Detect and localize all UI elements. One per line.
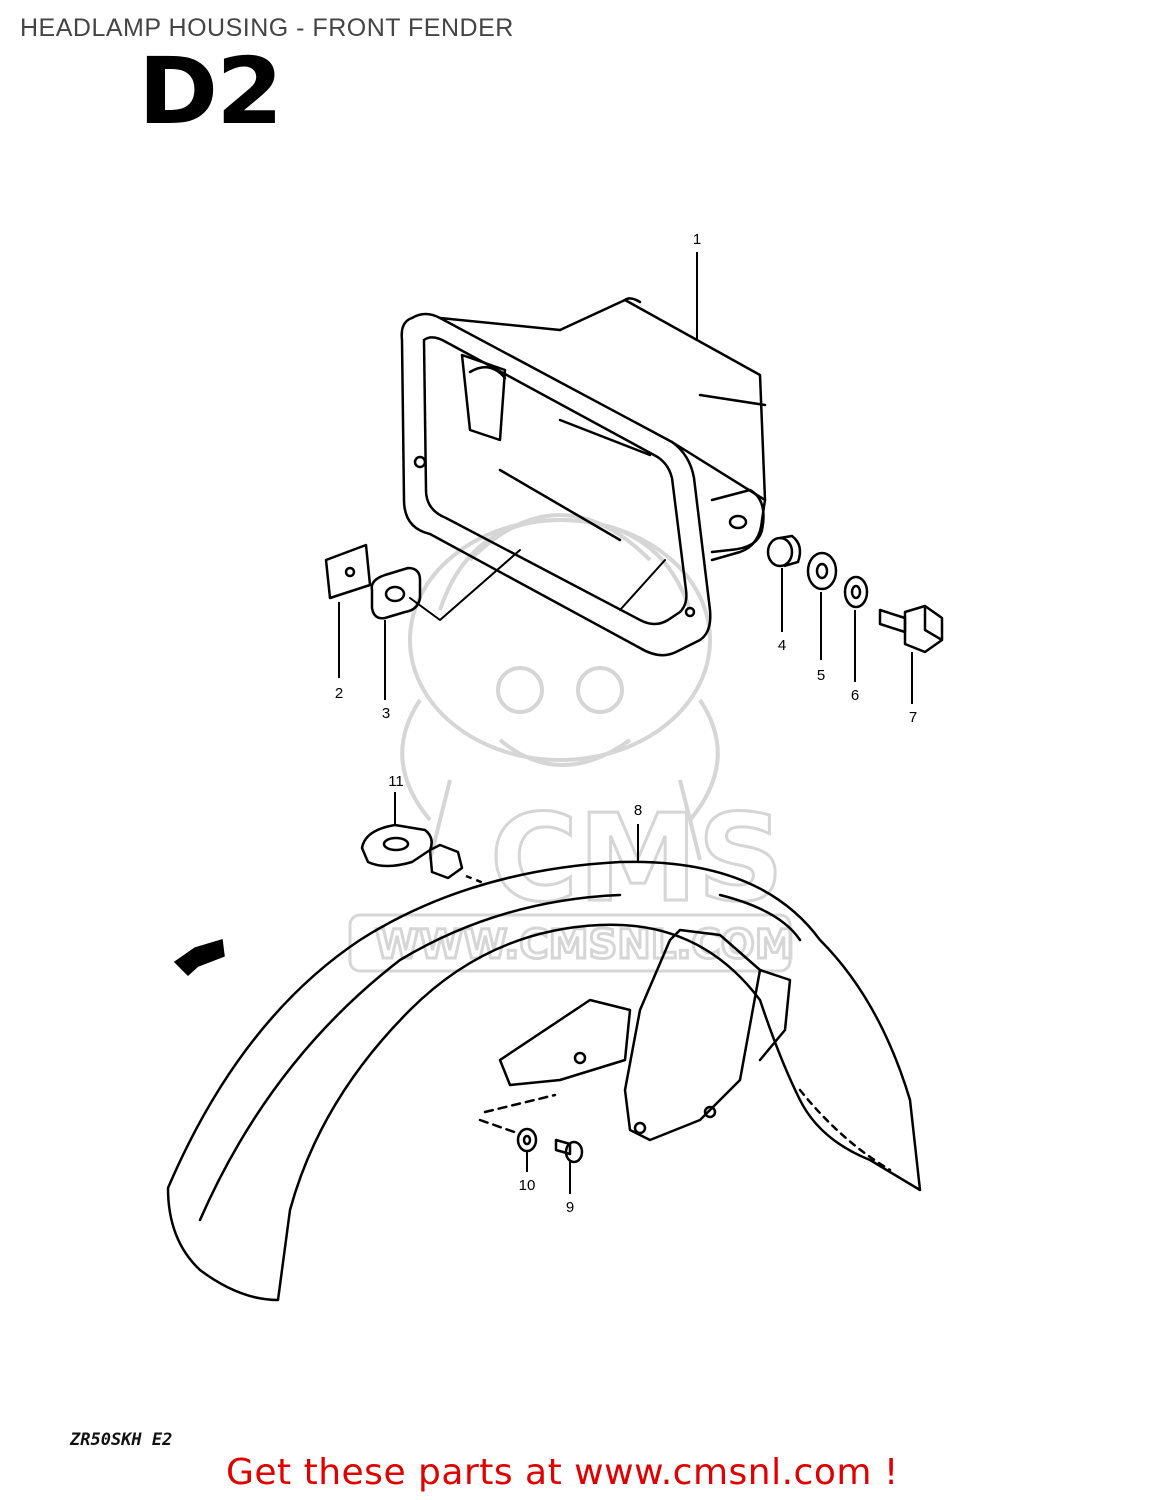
headlamp-housing-drawing — [400, 297, 767, 657]
part-4-collar — [766, 534, 802, 568]
callout-10: 10 — [519, 1177, 536, 1194]
callout-4: 4 — [778, 637, 786, 654]
leader-lines — [338, 252, 913, 1194]
model-code: ZR50SKH E2 — [70, 1430, 173, 1450]
watermark-logo-text: CMS — [490, 790, 784, 929]
part-9-bolt — [554, 1138, 584, 1164]
callout-3: 3 — [382, 705, 390, 722]
callout-9: 9 — [566, 1199, 574, 1216]
callout-2: 2 — [335, 685, 343, 702]
callout-6: 6 — [851, 687, 859, 704]
part-2-plate — [324, 543, 372, 600]
callout-8: 8 — [634, 802, 642, 819]
callout-1: 1 — [693, 231, 701, 248]
watermark-url-banner — [348, 913, 792, 973]
part-5-washer — [806, 551, 838, 591]
ear-hole — [728, 514, 748, 530]
cms-watermark: CMS WWW.CMSNL.COM — [348, 513, 796, 973]
front-arrow-icon — [173, 939, 225, 977]
callout-5: 5 — [817, 667, 825, 684]
part-3-grommet — [370, 566, 422, 620]
callout-7: 7 — [909, 709, 917, 726]
watermark-url-text: WWW.CMSNL.COM — [375, 922, 795, 968]
part-10-washer — [516, 1127, 538, 1153]
page-title: HEADLAMP HOUSING - FRONT FENDER — [20, 14, 514, 42]
diagram-code: D2 — [138, 38, 283, 145]
callout-11: 11 — [388, 773, 404, 790]
mascot-icon — [400, 513, 720, 861]
part-7-bolt — [878, 604, 944, 654]
part-11-eyelet-bolt — [360, 823, 487, 886]
front-fender-drawing — [166, 860, 922, 1302]
promo-link[interactable]: Get these parts at www.cmsnl.com ! — [226, 1452, 899, 1493]
part-6-lock-washer — [843, 575, 869, 609]
